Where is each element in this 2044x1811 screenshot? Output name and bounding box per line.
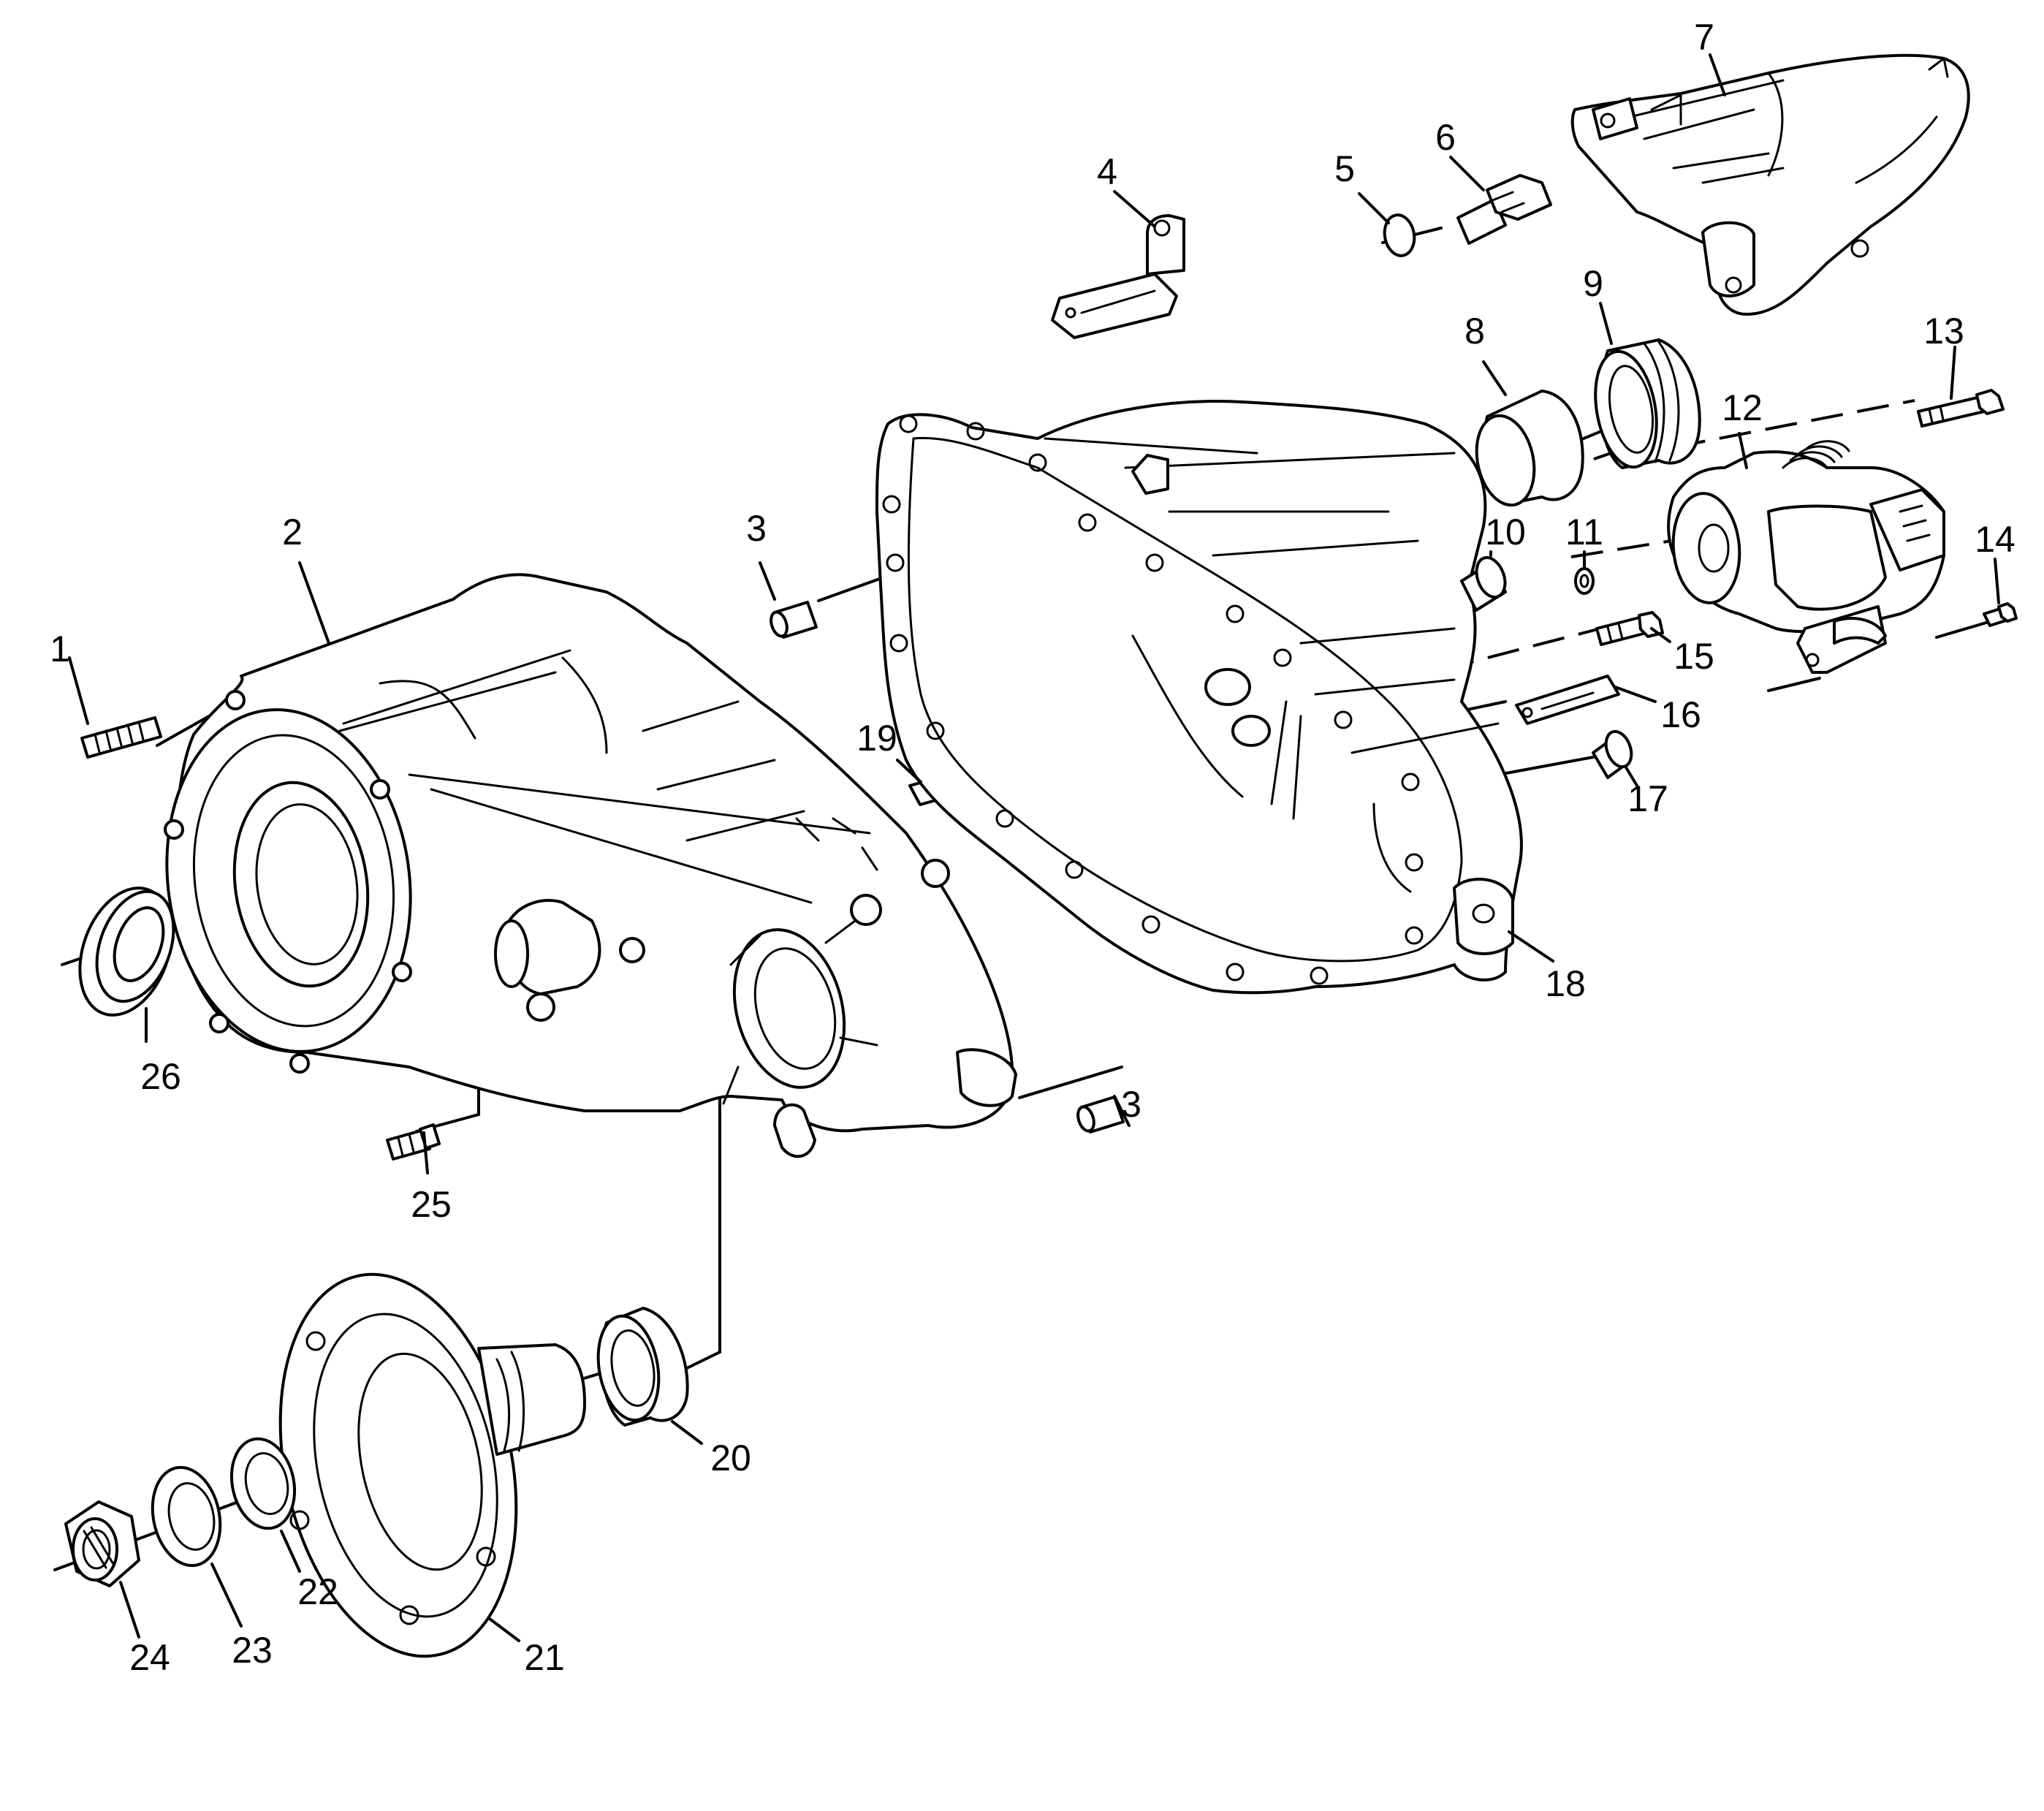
- callout-23: 23: [232, 1630, 273, 1671]
- part-7-shield: [1570, 53, 1970, 316]
- part-26-seal: [78, 886, 175, 1017]
- part-24-nut: [64, 1500, 140, 1587]
- part-6-sensor: [1456, 174, 1552, 245]
- callout-17: 17: [1627, 778, 1668, 819]
- callout-22: 22: [297, 1571, 338, 1612]
- part-10-plug: [1460, 555, 1507, 612]
- callout-2: 2: [282, 512, 303, 553]
- part-11-washer: [1574, 567, 1595, 595]
- part-1-stud: [80, 716, 162, 759]
- part-20-seal: [596, 1307, 689, 1427]
- callout-5: 5: [1334, 148, 1355, 189]
- callout-25: 25: [411, 1184, 452, 1225]
- callout-26: 26: [140, 1056, 181, 1097]
- part-14-bolt: [1983, 602, 2018, 627]
- part-16-bracket: [1515, 675, 1620, 725]
- part-3-dowel-upper: [770, 601, 818, 639]
- callout-8: 8: [1464, 311, 1485, 352]
- callout-3a: 3: [746, 508, 767, 549]
- part-12-actuator: [1667, 440, 1945, 674]
- part-5-o-ring: [1383, 213, 1416, 257]
- callout-3b: 3: [1121, 1084, 1141, 1125]
- callout-7: 7: [1694, 17, 1714, 58]
- part-8-sleeve: [1475, 390, 1584, 507]
- part-17-plug: [1592, 729, 1633, 779]
- callout-10: 10: [1485, 512, 1526, 553]
- callout-18: 18: [1545, 963, 1586, 1004]
- callout-6: 6: [1435, 117, 1456, 158]
- callout-21: 21: [524, 1637, 565, 1678]
- callout-15: 15: [1673, 636, 1714, 677]
- callout-leaders: [68, 53, 2000, 1642]
- callout-24: 24: [129, 1637, 170, 1678]
- callout-19: 19: [856, 718, 897, 759]
- callout-11: 11: [1565, 512, 1603, 553]
- part-9-seal: [1594, 338, 1701, 469]
- callout-12: 12: [1722, 387, 1763, 428]
- part-23-washer: [151, 1465, 222, 1568]
- part-3-dowel-lower: [1076, 1096, 1125, 1134]
- part-2-front-housing: [164, 573, 1017, 1158]
- callout-1: 1: [50, 629, 70, 669]
- callout-16: 16: [1660, 694, 1701, 735]
- callout-13: 13: [1923, 311, 1964, 352]
- callout-4: 4: [1097, 151, 1117, 192]
- part-13-bolt: [1917, 389, 2005, 428]
- callout-20: 20: [710, 1438, 751, 1478]
- part-4-bracket: [1051, 214, 1185, 339]
- part-22-washer: [229, 1437, 297, 1530]
- callout-9: 9: [1583, 263, 1603, 304]
- part-18-rear-housing: [875, 400, 1523, 995]
- callout-labels: 1 2 3 3 4 5 6 7 8 9 10 11 12 13 14 15 16…: [50, 17, 2015, 1678]
- part-25-fitting: [386, 1123, 441, 1161]
- part-21-flange: [278, 1272, 586, 1658]
- callout-14: 14: [1975, 519, 2015, 560]
